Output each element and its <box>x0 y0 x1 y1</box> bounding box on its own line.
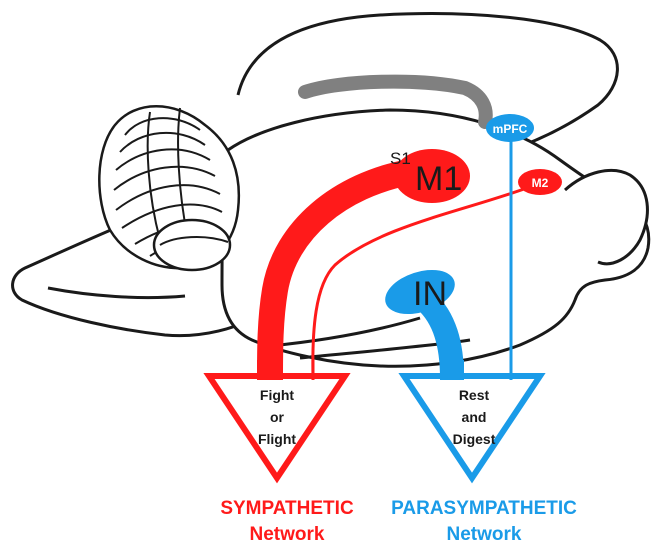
sympathetic-arrow-text-1: Fight <box>260 387 295 403</box>
parasympathetic-subtitle: Network <box>447 524 522 545</box>
sympathetic-arrow-text-3: Flight <box>258 431 296 447</box>
s1-label: S1 <box>390 149 411 168</box>
in-pathway-stem <box>440 360 464 380</box>
mpfc-label: mPFC <box>493 122 528 136</box>
m2-label: M2 <box>532 176 549 190</box>
m1-label: M1 <box>415 160 462 198</box>
sympathetic-title: SYMPATHETIC <box>220 498 354 519</box>
parasympathetic-arrow-text-2: and <box>462 409 487 425</box>
mpfc-pathway-stem <box>510 360 513 380</box>
sympathetic-arrow-text-2: or <box>270 409 285 425</box>
flocculus-outline <box>154 220 230 270</box>
in-label: IN <box>413 275 447 313</box>
parasympathetic-arrow-text-1: Rest <box>459 387 490 403</box>
sympathetic-subtitle: Network <box>250 524 325 545</box>
m1-pathway-stem <box>257 360 283 380</box>
m2-pathway-stem <box>312 360 315 380</box>
parasympathetic-arrow-text-3: Digest <box>453 431 496 447</box>
parasympathetic-title: PARASYMPATHETIC <box>391 498 577 519</box>
